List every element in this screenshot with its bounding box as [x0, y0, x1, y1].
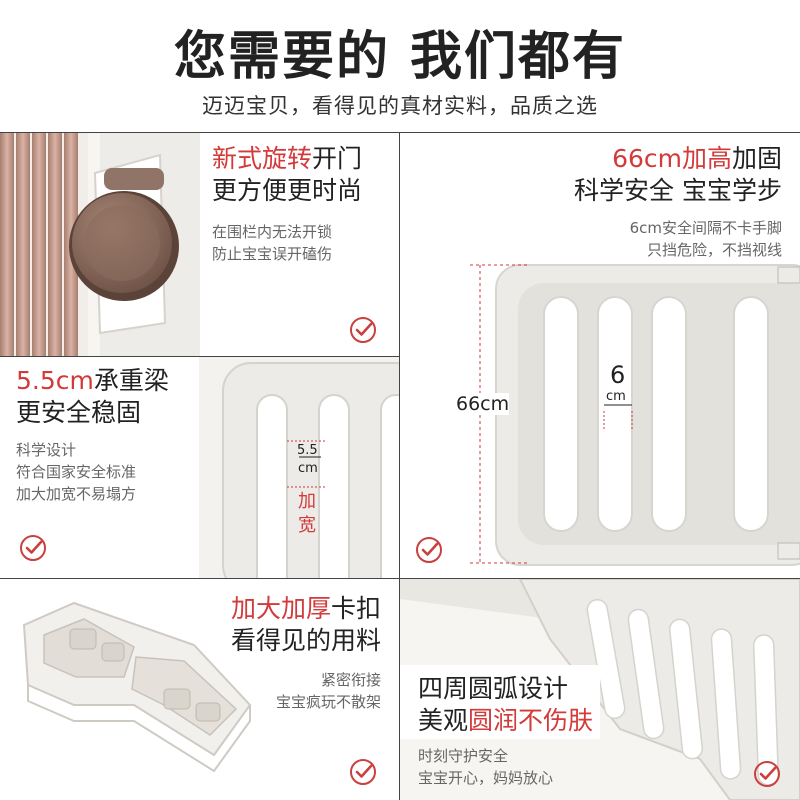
- rounded-text: 四周圆弧设计 美观圆润不伤肤 时刻守护安全 宝宝开心，妈妈放心: [418, 673, 593, 789]
- rounded-desc-2: 宝宝开心，妈妈放心: [418, 769, 554, 787]
- rotating-door-desc-2: 防止宝宝误开磕伤: [212, 245, 333, 263]
- height-dimension-label: 66cm: [456, 393, 510, 415]
- beam-illustration: [199, 357, 399, 578]
- buckle-text: 加大加厚卡扣 看得见的用料 紧密衔接 宝宝疯玩不散架: [231, 593, 381, 713]
- height-desc-1: 6cm安全间隔不卡手脚: [629, 219, 782, 237]
- divider-left-mid: [0, 356, 399, 357]
- rotating-door-desc-1: 在围栏内无法开锁: [212, 223, 333, 241]
- rounded-desc-1: 时刻守护安全: [418, 747, 509, 765]
- beam-dimension-unit: cm: [298, 461, 318, 476]
- page-subtitle: 迈迈宝贝，看得见的真材实料，品质之选: [202, 94, 598, 118]
- buckle-desc-1: 紧密衔接: [320, 671, 381, 689]
- panel-rounded: 四周圆弧设计 美观圆润不伤肤 时刻守护安全 宝宝开心，妈妈放心: [400, 579, 800, 800]
- beam-text: 5.5cm承重梁 更安全稳固 科学设计 符合国家安全标准 加大加宽不易塌方: [16, 365, 169, 505]
- buckle-desc-2: 宝宝疯玩不散架: [275, 693, 381, 711]
- rotating-door-title-line2: 更方便更时尚: [212, 176, 363, 205]
- beam-title-line2: 更安全稳固: [16, 398, 142, 427]
- buckle-title-rest: 卡扣: [330, 594, 381, 623]
- rotating-knob-illustration: [0, 133, 200, 356]
- beam-title-rest: 承重梁: [93, 366, 169, 395]
- rotating-door-title-highlight: 新式旋转: [212, 144, 313, 173]
- buckle-title-line2: 看得见的用料: [230, 626, 381, 655]
- check-circle-icon: [754, 761, 780, 787]
- beam-title-highlight: 5.5cm: [16, 366, 94, 395]
- buckle-illustration: [22, 601, 252, 773]
- panel-buckle: 加大加厚卡扣 看得见的用料 紧密衔接 宝宝疯玩不散架: [0, 579, 399, 800]
- height-desc-2: 只挡危险，不挡视线: [646, 241, 782, 259]
- rounded-title-highlight: 圆润不伤肤: [468, 706, 594, 735]
- beam-desc-1: 科学设计: [16, 441, 77, 459]
- panel-beam: 5.5cm承重梁 更安全稳固 科学设计 符合国家安全标准 加大加宽不易塌方 5.…: [0, 357, 399, 578]
- gap-dimension-value: 6: [610, 361, 626, 389]
- fence-corner-illustration: [400, 579, 800, 800]
- beam-dimension-note-1: 加: [298, 491, 316, 512]
- check-circle-icon: [350, 317, 376, 343]
- divider-bottom: [0, 578, 800, 579]
- check-circle-icon: [20, 535, 46, 561]
- rounded-title-rest: 美观: [418, 706, 469, 735]
- beam-desc-2: 符合国家安全标准: [16, 463, 137, 481]
- buckle-title-highlight: 加大加厚: [230, 594, 331, 623]
- divider-top: [0, 132, 800, 133]
- check-circle-icon: [350, 759, 376, 785]
- gap-dimension-unit: cm: [606, 389, 626, 404]
- rotating-door-title-rest: 开门: [312, 144, 363, 173]
- beam-desc-3: 加大加宽不易塌方: [16, 485, 137, 503]
- beam-dimension-value: 5.5: [297, 443, 318, 458]
- header: 您需要的 我们都有 迈迈宝贝，看得见的真材实料，品质之选: [0, 0, 800, 132]
- gate-panel-illustration: [470, 264, 800, 566]
- divider-vertical: [399, 132, 400, 800]
- page-title: 您需要的 我们都有: [173, 27, 627, 87]
- height-title-highlight: 66cm加高: [612, 144, 732, 173]
- panel-rotating-door: 新式旋转开门 更方便更时尚 在围栏内无法开锁 防止宝宝误开磕伤: [0, 133, 399, 356]
- height-title-rest: 加固: [731, 144, 782, 173]
- rotating-door-text: 新式旋转开门 更方便更时尚 在围栏内无法开锁 防止宝宝误开磕伤: [212, 143, 362, 265]
- height-title-line2: 科学安全 宝宝学步: [574, 176, 782, 205]
- rounded-title-line1: 四周圆弧设计: [418, 674, 569, 703]
- height-text: 66cm加高加固 科学安全 宝宝学步 6cm安全间隔不卡手脚 只挡危险，不挡视线: [574, 143, 782, 261]
- beam-dimension-note-2: 宽: [298, 515, 316, 536]
- check-circle-icon: [416, 537, 442, 563]
- panel-height: 66cm加高加固 科学安全 宝宝学步 6cm安全间隔不卡手脚 只挡危险，不挡视线…: [400, 133, 800, 578]
